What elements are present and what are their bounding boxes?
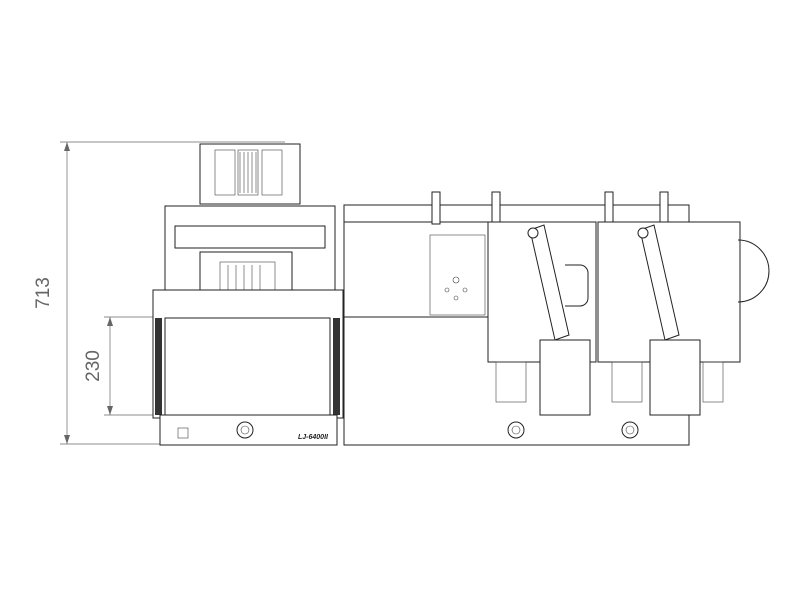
dimension-table: 230 [83,316,160,416]
dimension-label-230: 230 [83,350,104,382]
right-unit [343,191,770,446]
dimension-overall: 713 [33,141,285,445]
print-table [164,317,331,416]
left-unit: LJ-6400II [152,143,344,446]
model-label: LJ-6400II [298,434,329,441]
dimension-label-713: 713 [33,277,54,309]
